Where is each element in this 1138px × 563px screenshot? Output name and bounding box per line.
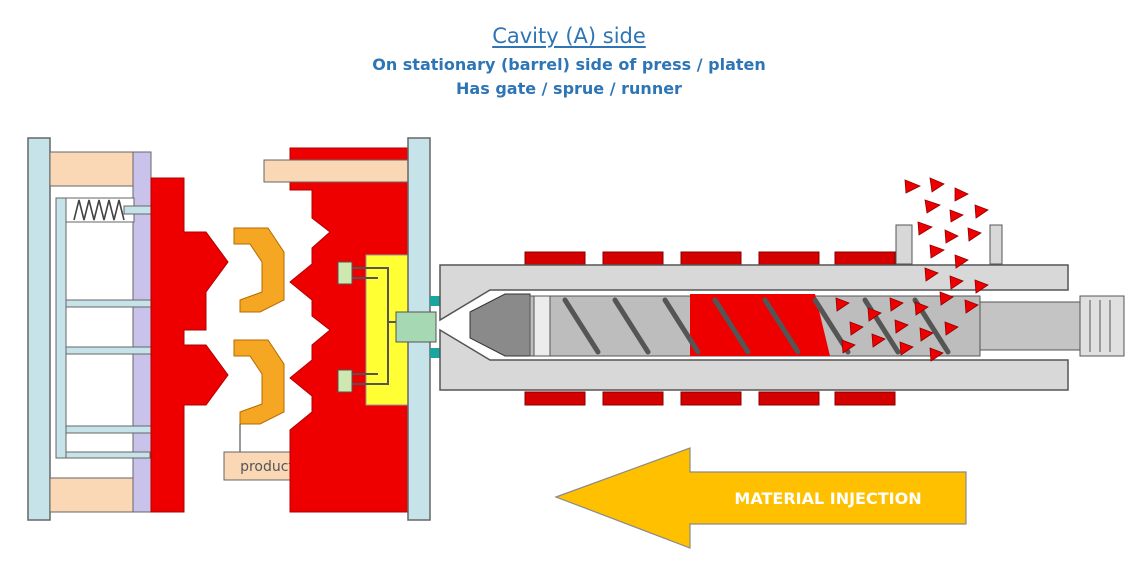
- nozzle-seat-top: [430, 296, 440, 306]
- page-title: Cavity (A) side: [492, 24, 646, 48]
- sprue-bushing: [395, 311, 437, 343]
- screw-coupling: [1079, 295, 1125, 357]
- screw-drive-shaft: [979, 301, 1081, 351]
- nozzle-tip: [469, 293, 531, 357]
- screw-flights: [562, 297, 951, 355]
- subtitle-line-1: On stationary (barrel) side of press / p…: [372, 55, 766, 74]
- subtitle-line-2: Has gate / sprue / runner: [456, 79, 682, 98]
- heater-bands: [524, 251, 896, 406]
- molten-plastic: [690, 294, 830, 356]
- product-part-top: [233, 227, 285, 313]
- check-ring: [533, 295, 551, 357]
- injection-unit: [439, 177, 1125, 406]
- gate-bottom: [337, 369, 353, 393]
- mold-diagram: product: [27, 137, 440, 521]
- plastic-pellets: [835, 177, 989, 362]
- barrel-bottom-wall: [439, 328, 1069, 391]
- arrow-label: MATERIAL INJECTION: [734, 489, 921, 508]
- ejector-pins: [65, 299, 185, 459]
- core-half: [150, 177, 229, 513]
- hopper-wall-left: [895, 224, 913, 265]
- locating-ring: [263, 159, 409, 183]
- runner-channels: [350, 267, 398, 385]
- coupling-splines: [1089, 300, 1111, 352]
- cavity-half: [289, 147, 409, 513]
- barrel-top-wall: [439, 264, 1069, 322]
- clamp-block-top: [49, 151, 135, 187]
- movable-platen: [27, 137, 51, 521]
- material-injection-arrow: MATERIAL INJECTION: [554, 447, 967, 549]
- product-part-bottom: [233, 339, 285, 425]
- clamp-block-bottom: [49, 477, 135, 513]
- nozzle-seat-bottom: [430, 348, 440, 358]
- product-label: product: [240, 459, 294, 475]
- hopper-wall-right: [989, 224, 1003, 265]
- ejector-guide: [55, 197, 67, 459]
- gate-top: [337, 261, 353, 285]
